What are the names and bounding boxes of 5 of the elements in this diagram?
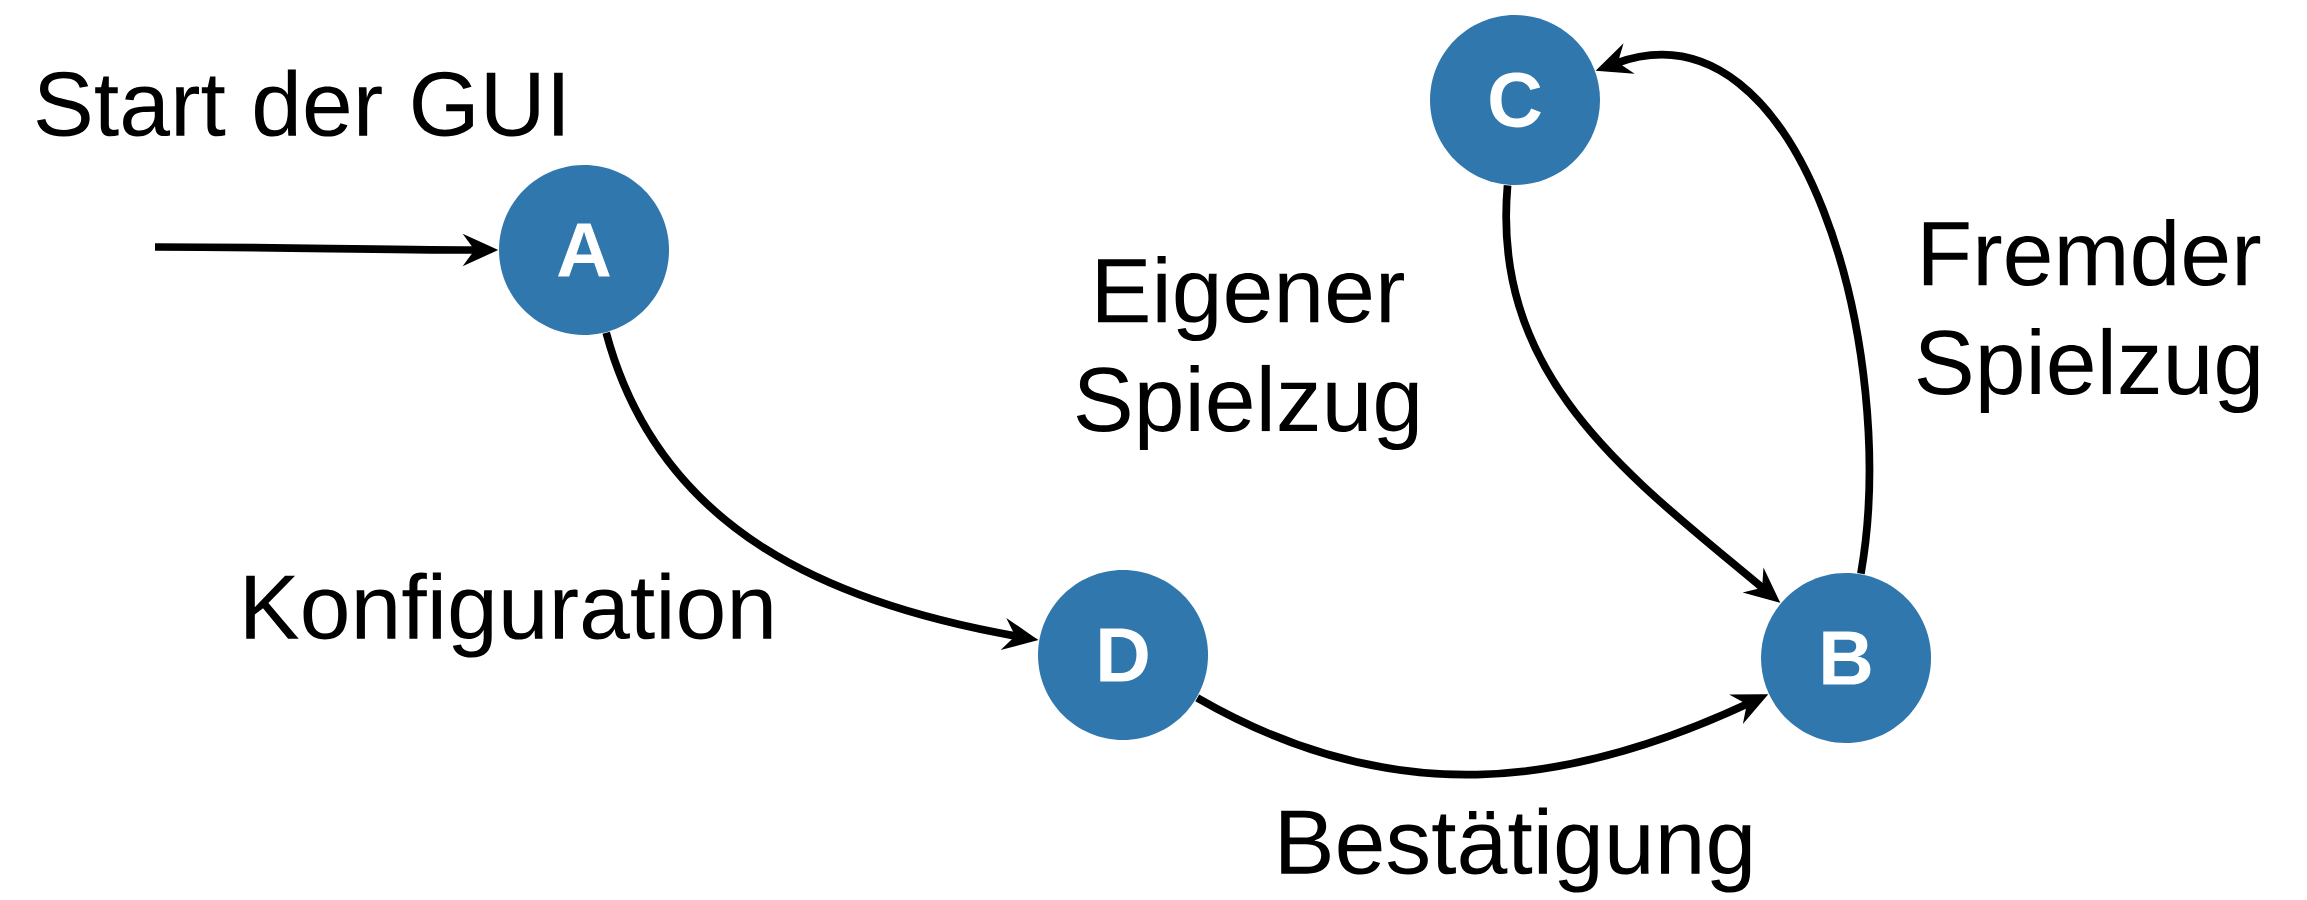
edge-label: Konfiguration	[231, 565, 785, 665]
edge-label: Fremder Spielzug	[1902, 211, 2277, 421]
edge-label: Bestätigung	[1266, 800, 1764, 900]
edge-label: Eigener Spielzug	[1061, 248, 1436, 458]
edge-label: Start der GUI	[25, 62, 579, 144]
